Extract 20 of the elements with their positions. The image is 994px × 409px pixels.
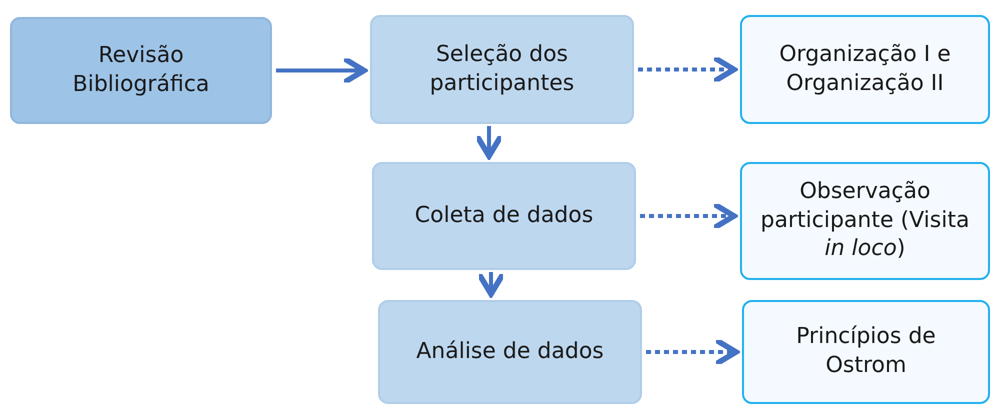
process-box <box>372 162 636 270</box>
arrow <box>474 126 504 159</box>
arrow <box>640 201 737 231</box>
box-label: Análise de dados <box>416 338 604 366</box>
result-box <box>742 300 990 404</box>
box-label: Princípios de Ostrom <box>795 323 937 380</box>
result-box <box>740 15 990 124</box>
result-box <box>740 162 990 280</box>
arrow <box>638 54 737 84</box>
arrow <box>276 56 367 86</box>
arrow <box>476 271 506 297</box>
box-label: Coleta de dados <box>414 202 594 230</box>
box-label: Organização I e Organização II <box>778 40 952 98</box>
box-label: Revisão Bibliográfica <box>72 42 210 98</box>
process-box <box>370 15 634 124</box>
process-box <box>378 300 642 404</box>
box-label: Observação participante (Visita in loco) <box>760 178 970 264</box>
arrow <box>646 337 739 367</box>
box-label: Seleção dos participantes <box>428 40 576 98</box>
process-box <box>10 17 272 124</box>
